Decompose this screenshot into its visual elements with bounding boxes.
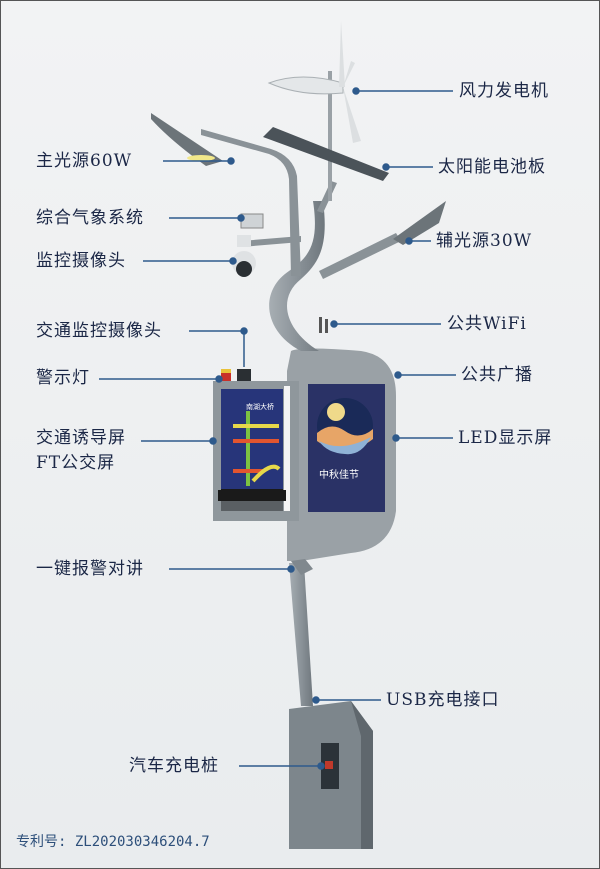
label-public-wifi: 公共WiFi: [447, 314, 527, 334]
wind-turbine: [267, 21, 361, 143]
traffic-map: [233, 411, 281, 486]
label-warning-light: 警示灯: [36, 368, 90, 388]
patent-number: 专利号: ZL202030346204.7: [16, 834, 210, 850]
label-ev-charger: 汽车充电桩: [129, 756, 219, 776]
aux-light-head: [393, 201, 446, 245]
label-weather-system: 综合气象系统: [36, 208, 144, 228]
screen-title: 南湖大桥: [246, 403, 274, 411]
label-traffic-guidance-screen: 交通诱导屏: [36, 428, 126, 448]
label-bus-screen: FT公交屏: [36, 453, 116, 473]
label-usb-port: USB充电接口: [386, 690, 500, 710]
main-light-head: [151, 113, 223, 166]
label-main-light: 主光源60W: [36, 151, 133, 171]
surveillance-camera: [232, 235, 256, 277]
label-aux-light: 辅光源30W: [436, 231, 533, 251]
label-solar-panel: 太阳能电池板: [438, 157, 546, 177]
label-sos-intercom: 一键报警对讲: [36, 559, 144, 579]
leader-lines: [99, 87, 456, 770]
charging-pile-base: [289, 701, 373, 849]
label-wind-turbine: 风力发电机: [459, 81, 549, 101]
poster-title: 中秋佳节: [319, 470, 359, 481]
solar-panel: [263, 127, 389, 181]
weather-station: [240, 213, 264, 229]
label-surveillance-camera: 监控摄像头: [36, 251, 126, 271]
traffic-camera: [237, 369, 251, 381]
pole-lower-stem: [289, 563, 313, 706]
label-public-broadcast: 公共广播: [461, 365, 533, 385]
label-led-screen: LED显示屏: [458, 428, 553, 448]
warning-light: [221, 369, 231, 389]
label-traffic-camera: 交通监控摄像头: [36, 321, 162, 341]
